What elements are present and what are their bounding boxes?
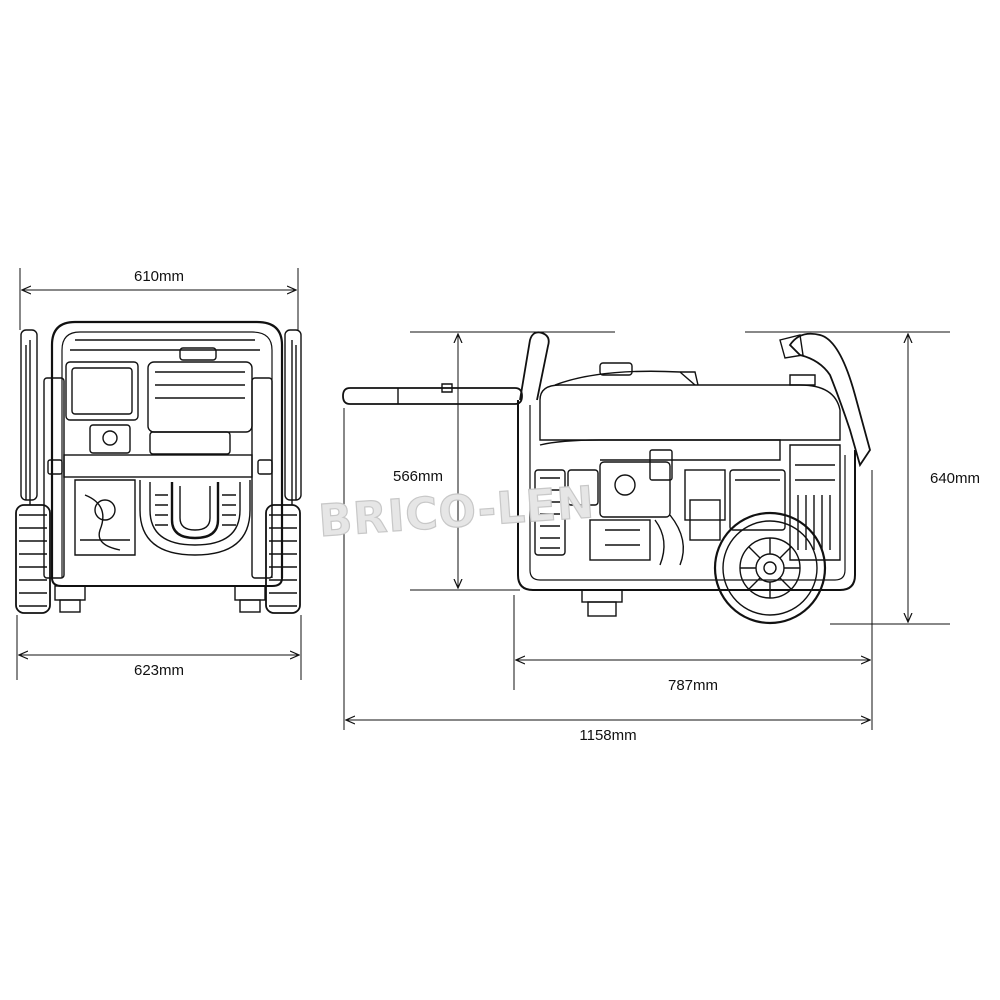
dim-front-bottom-width-label: 623mm (134, 662, 184, 679)
side-dimension-lines (343, 331, 950, 730)
dim-side-frame-height-label: 566mm (393, 468, 443, 485)
side-view-drawing (342, 331, 871, 625)
dim-side-frame-length-label: 787mm (668, 677, 718, 694)
front-view-drawing (15, 320, 302, 614)
dim-side-total-length-label: 1158mm (579, 727, 636, 744)
watermark-logo: BRICO-LEN (316, 476, 597, 547)
dim-front-top-width-label: 610mm (134, 268, 184, 285)
front-dimension-lines (16, 268, 302, 680)
watermark-text: BRICO-LEN (317, 477, 596, 547)
dim-side-total-height-label: 640mm (930, 470, 980, 487)
